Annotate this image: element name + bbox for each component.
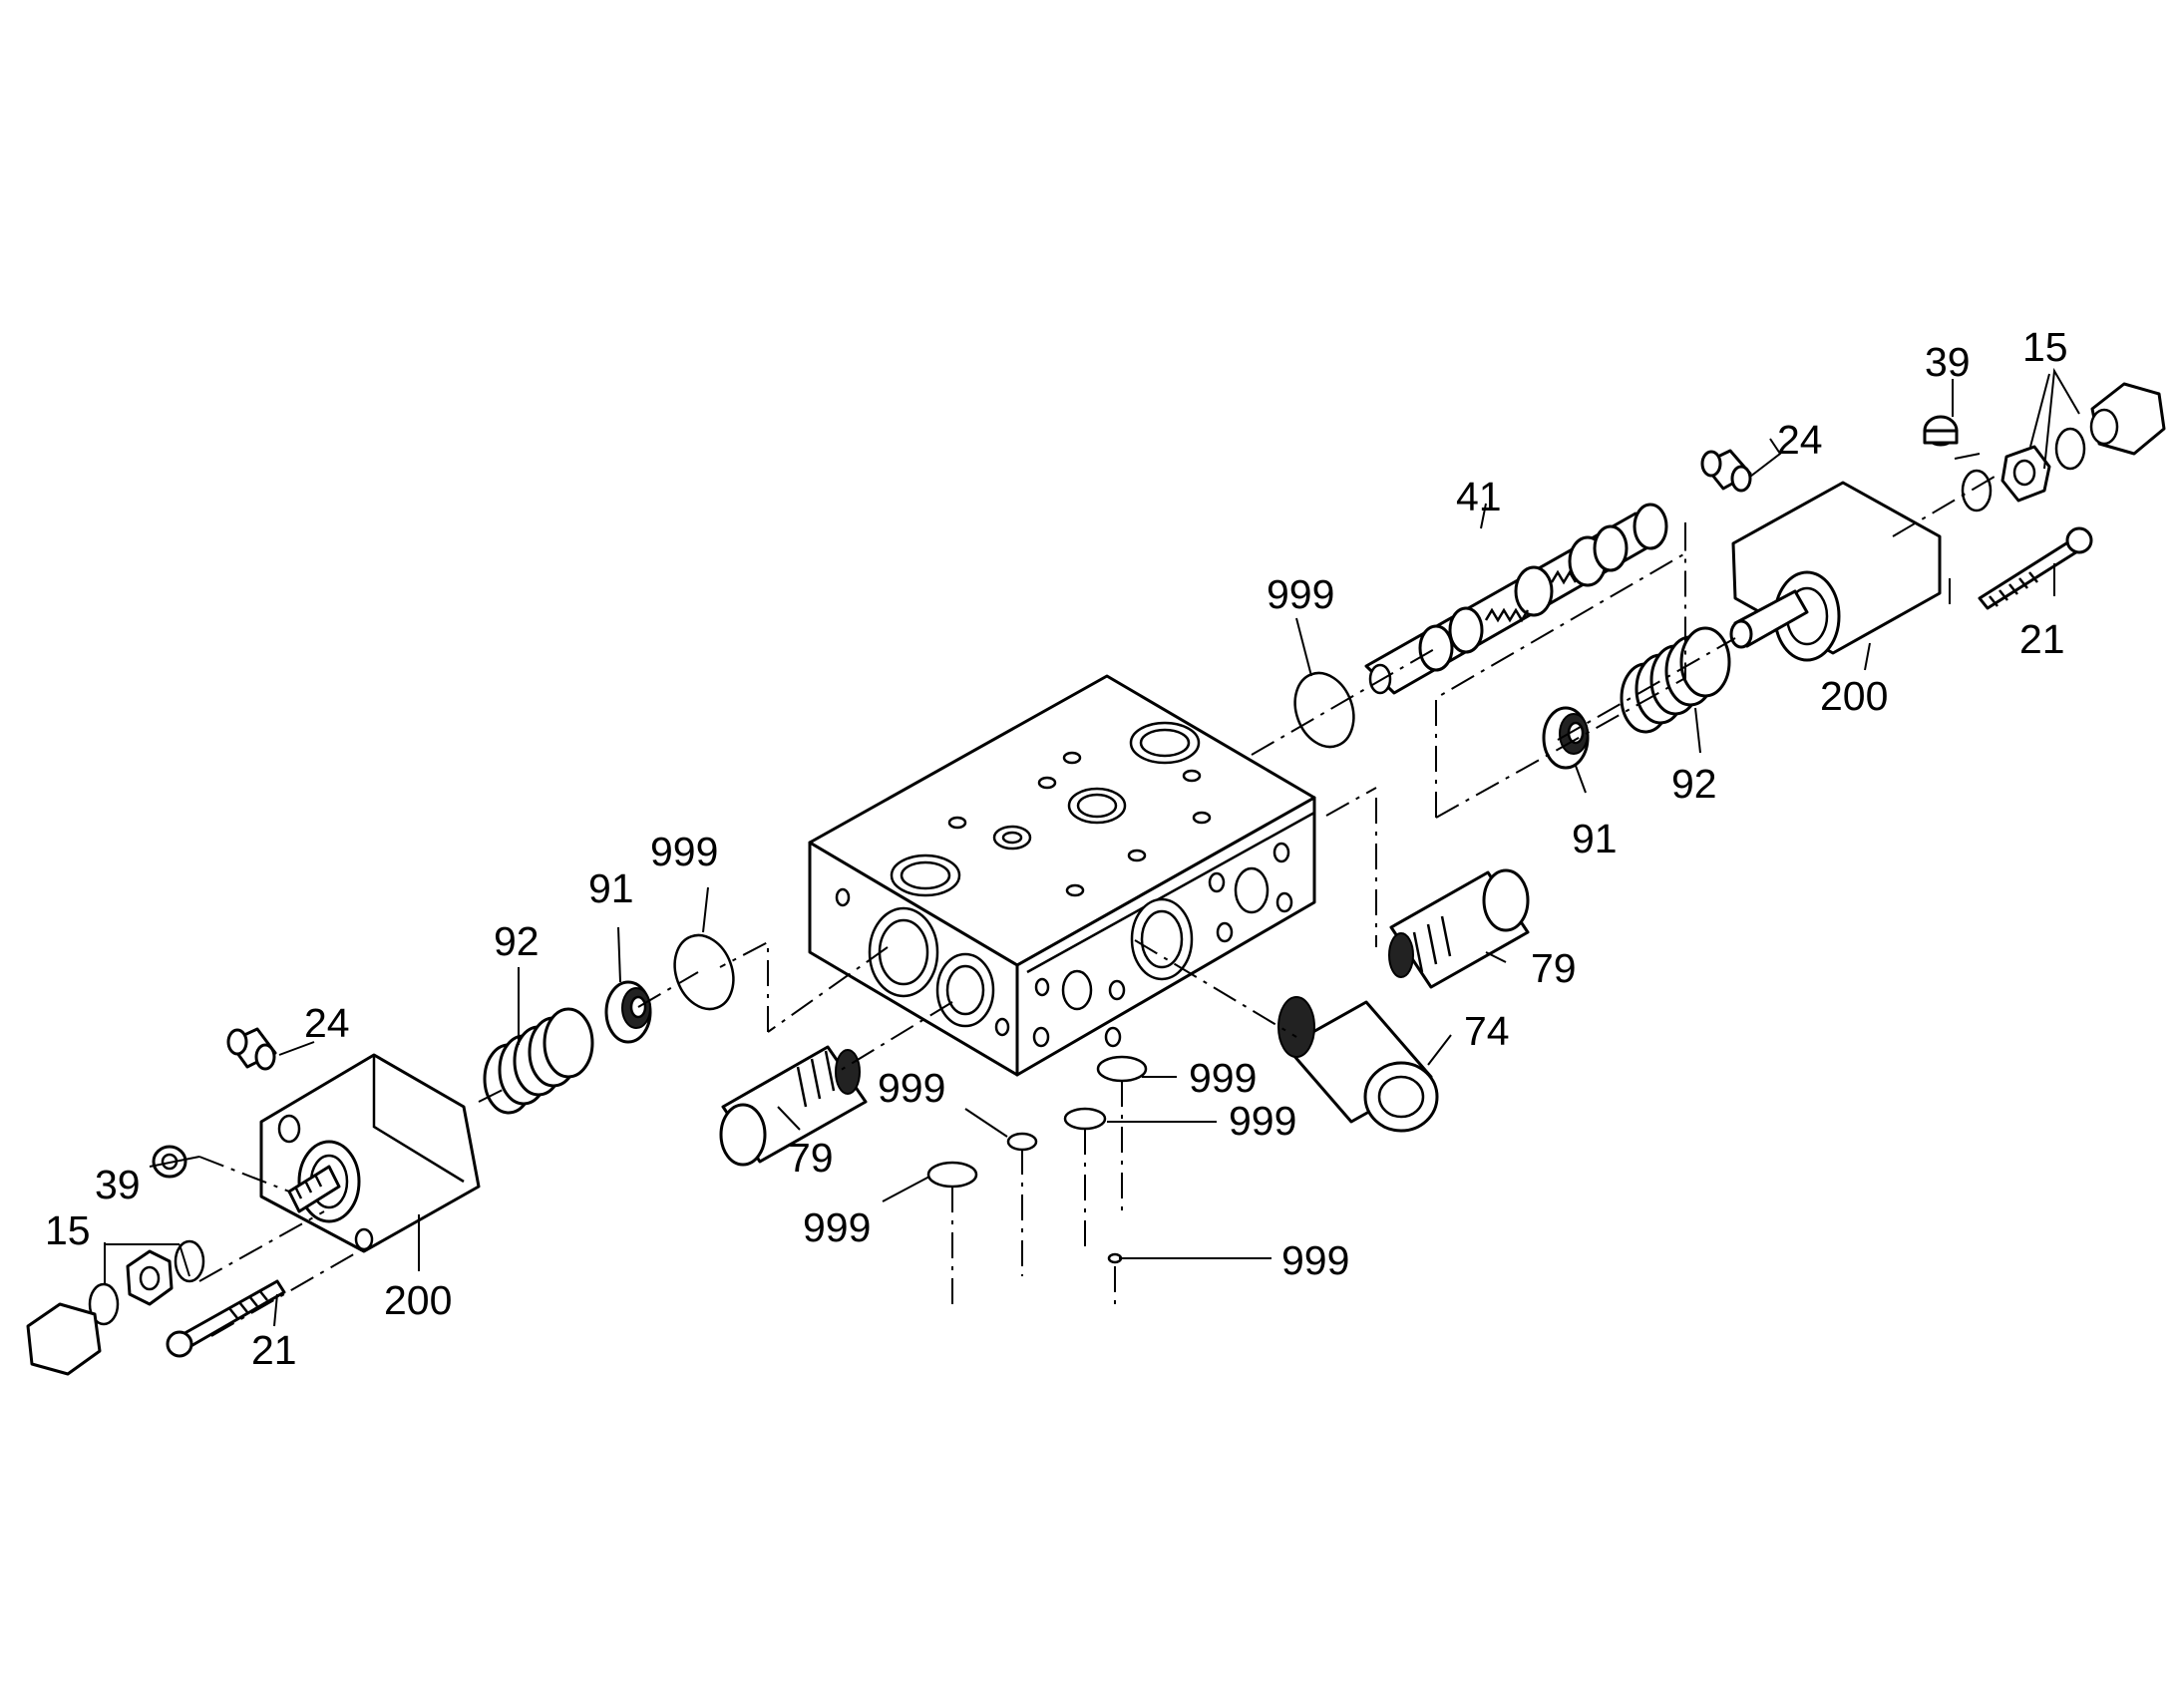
center-lines	[198, 453, 1996, 1337]
callout-79-left: 79	[788, 1135, 834, 1181]
nut-15-right	[2000, 445, 2051, 503]
leader-lines	[104, 367, 2080, 1327]
callout-999-top: 999	[1267, 571, 1334, 617]
cartridge-74	[1277, 996, 1439, 1133]
nut-15-left	[126, 1249, 174, 1306]
callout-999-a: 999	[1189, 1055, 1257, 1101]
callout-15-left: 15	[45, 1207, 91, 1253]
o-ring-bottom-3	[1006, 1132, 1038, 1152]
callout-92-right: 92	[1671, 761, 1717, 807]
ring-15-right-b	[2054, 427, 2086, 471]
callout-200-right: 200	[1820, 673, 1888, 719]
bolt-21-right	[1978, 526, 2093, 610]
cap-nut-right	[2089, 382, 2166, 456]
callout-200-left: 200	[384, 1277, 452, 1323]
callout-21-right: 21	[2019, 616, 2065, 662]
callout-24-right: 24	[1777, 417, 1823, 463]
callout-79-right: 79	[1531, 945, 1577, 991]
plug-39-right	[1923, 415, 1959, 447]
callout-41: 41	[1456, 474, 1502, 519]
fitting-24-left	[226, 1027, 277, 1071]
callout-999-c: 999	[1229, 1098, 1296, 1144]
callout-39-left: 39	[95, 1162, 141, 1207]
bolt-21-left	[166, 1279, 286, 1358]
o-ring-bottom-1	[1096, 1055, 1148, 1083]
callout-999-mid: 999	[650, 829, 718, 874]
ring-15-left-b	[174, 1239, 205, 1283]
spring-right	[1620, 626, 1731, 734]
callout-999-b: 999	[878, 1065, 945, 1111]
o-ring-bottom-4	[926, 1161, 978, 1189]
fitting-24-right	[1700, 449, 1752, 493]
cartridge-79-left	[719, 1045, 868, 1167]
callout-91-left: 91	[588, 865, 634, 911]
o-ring-left	[673, 933, 735, 1011]
o-ring-bottom-2	[1063, 1107, 1107, 1131]
o-ring-top	[1293, 671, 1355, 749]
ring-15-right-a	[1961, 469, 1993, 512]
callout-91-right: 91	[1572, 816, 1618, 861]
callout-39-right: 39	[1925, 339, 1971, 385]
valve-block	[808, 674, 1316, 1077]
callout-999-d: 999	[803, 1204, 871, 1250]
callout-24-left: 24	[304, 1000, 350, 1046]
callout-15-right: 15	[2022, 324, 2068, 370]
callout-92-left: 92	[494, 918, 540, 964]
cap-right	[1729, 481, 1942, 662]
spring-seat-left	[604, 980, 652, 1044]
spring-left	[483, 1007, 594, 1115]
callout-21-left: 21	[251, 1327, 297, 1373]
cartridge-79-right	[1388, 868, 1530, 989]
cap-nut-left	[26, 1302, 102, 1376]
callout-74: 74	[1464, 1008, 1510, 1054]
spring-seat-right	[1542, 706, 1590, 770]
callout-999-e: 999	[1281, 1237, 1349, 1283]
cap-left	[259, 1053, 481, 1253]
spool	[1364, 503, 1668, 695]
